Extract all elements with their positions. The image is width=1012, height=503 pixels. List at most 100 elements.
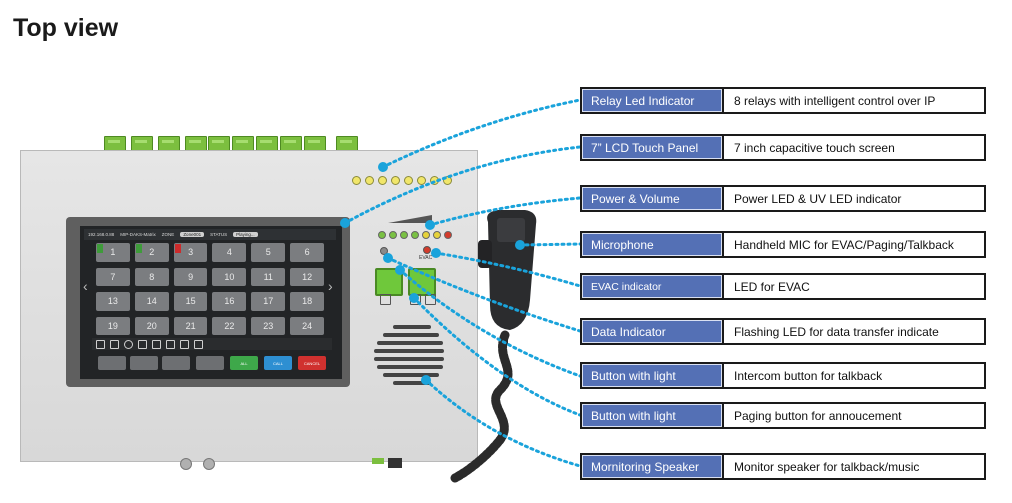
zone-number: 14 <box>146 296 157 307</box>
evac-led <box>423 246 431 254</box>
leader-line <box>424 378 582 468</box>
soft-button[interactable] <box>98 356 126 370</box>
lcd-prev-icon[interactable]: ‹ <box>83 278 88 294</box>
zone-button[interactable]: 14 <box>134 292 169 311</box>
zone-button[interactable]: 23 <box>251 316 286 335</box>
zone-button[interactable]: 2 <box>134 243 169 262</box>
soft-button[interactable] <box>130 356 158 370</box>
zone-button[interactable]: 5 <box>251 243 286 262</box>
leader-line <box>518 242 582 247</box>
zone-button[interactable]: 3 <box>173 243 208 262</box>
jack-icon <box>180 458 192 470</box>
zone-button[interactable]: 17 <box>251 292 286 311</box>
relay-led <box>391 176 400 185</box>
zone-number: 2 <box>149 247 155 258</box>
ctrl-icon[interactable] <box>180 339 189 349</box>
zone-number: 15 <box>185 296 196 307</box>
zone-number: 1 <box>110 247 116 258</box>
soft-button[interactable] <box>162 356 190 370</box>
play-icon[interactable] <box>124 339 133 349</box>
leader-end-dot <box>425 220 435 230</box>
zone-number: 11 <box>263 271 273 282</box>
ctrl-icon[interactable] <box>152 339 161 349</box>
ctrl-icon[interactable] <box>194 339 203 349</box>
terminal-connector <box>372 458 384 464</box>
zone-number: 19 <box>107 320 118 331</box>
leader-end-dot <box>431 248 441 258</box>
speaker-slot <box>377 341 443 345</box>
port-icon <box>388 458 402 468</box>
zone-number: 22 <box>224 320 235 331</box>
lcd-control-row <box>92 338 332 350</box>
vu-led <box>400 231 408 239</box>
soft-button[interactable] <box>196 356 224 370</box>
callout-description: Handheld MIC for EVAC/Paging/Talkback <box>722 233 984 256</box>
callout-title: Microphone <box>582 233 722 256</box>
vu-led <box>422 231 430 239</box>
callout-title: Relay Led Indicator <box>582 89 722 112</box>
all-button[interactable]: ALL <box>230 356 258 370</box>
zone-button[interactable]: 10 <box>212 267 247 286</box>
zone-number: 4 <box>226 247 232 258</box>
zone-button[interactable]: 21 <box>173 316 208 335</box>
zone-button[interactable]: 15 <box>173 292 208 311</box>
leader-end-dot <box>383 253 393 263</box>
callout-description: LED for EVAC <box>722 275 984 298</box>
callout-paging-button: Button with light Paging button for anno… <box>580 402 986 429</box>
zone-button[interactable]: 4 <box>212 243 247 262</box>
call-button[interactable]: CALL <box>264 356 292 370</box>
ctrl-icon[interactable] <box>110 339 119 349</box>
ctrl-icon[interactable] <box>96 339 105 349</box>
zone-button[interactable]: 1 <box>96 243 130 262</box>
relay-led <box>417 176 426 185</box>
lcd-ip: 192.168.0.88 <box>88 232 115 237</box>
leader-end-dot <box>395 265 405 275</box>
volume-indicator-icon <box>388 215 432 223</box>
zone-button[interactable]: 16 <box>212 292 247 311</box>
zone-button[interactable]: 11 <box>251 267 286 286</box>
vu-led <box>389 231 397 239</box>
callout-description: Flashing LED for data transfer indicate <box>722 320 984 343</box>
zone-number: 24 <box>302 320 313 331</box>
zone-number: 13 <box>107 296 118 307</box>
zone-number: 10 <box>224 271 235 282</box>
ctrl-icon[interactable] <box>166 339 175 349</box>
zone-status-tag <box>97 244 103 253</box>
ctrl-icon[interactable] <box>138 339 147 349</box>
lcd-next-icon[interactable]: › <box>328 278 333 294</box>
callout-title: Button with light <box>582 364 722 387</box>
callout-intercom-button: Button with light Intercom button for ta… <box>580 362 986 389</box>
vu-led <box>378 231 386 239</box>
callout-title: EVAC indicator <box>582 275 722 298</box>
speaker-slot <box>393 381 431 385</box>
leader-line <box>434 251 582 288</box>
callout-monitoring-speaker: Mornitoring Speaker Monitor speaker for … <box>580 453 986 480</box>
leader-end-dot <box>409 293 419 303</box>
zone-button[interactable]: 8 <box>134 267 169 286</box>
cancel-button[interactable]: CANCEL <box>298 356 326 370</box>
vu-led <box>411 231 419 239</box>
zone-button[interactable]: 9 <box>173 267 208 286</box>
zone-button[interactable]: 13 <box>96 292 130 311</box>
callout-power-volume: Power & Volume Power LED & UV LED indica… <box>580 185 986 212</box>
zone-button[interactable]: 7 <box>96 267 130 286</box>
lcd-status-label: STATUS <box>210 232 228 237</box>
callout-title: 7” LCD Touch Panel <box>582 136 722 159</box>
zone-number: 16 <box>224 296 235 307</box>
callout-description: Monitor speaker for talkback/music <box>722 455 984 478</box>
zone-button[interactable]: 20 <box>134 316 169 335</box>
zone-button[interactable]: 12 <box>290 267 324 286</box>
evac-label: EVAC <box>419 255 433 261</box>
page-title: Top view <box>13 14 119 42</box>
zone-button[interactable]: 18 <box>290 292 324 311</box>
zone-number: 23 <box>263 320 274 331</box>
zone-button[interactable]: 19 <box>96 316 130 335</box>
callout-data-indicator: Data Indicator Flashing LED for data tra… <box>580 318 986 345</box>
outline-button[interactable] <box>380 294 391 305</box>
zone-button[interactable]: 22 <box>212 316 247 335</box>
callout-evac-indicator: EVAC indicator LED for EVAC <box>580 273 986 300</box>
zone-button[interactable]: 6 <box>290 243 324 262</box>
zone-button[interactable]: 24 <box>290 316 324 335</box>
